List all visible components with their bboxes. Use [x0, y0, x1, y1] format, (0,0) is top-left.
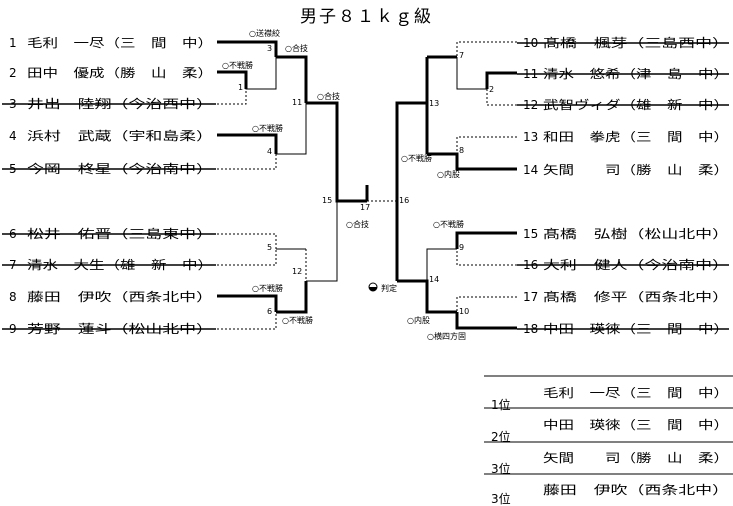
rank-place: 3位: [491, 491, 511, 506]
winner-path: [455, 231, 517, 249]
match-number: 15: [322, 196, 332, 205]
rank-name: 中田 瑛徠（三 間 中）: [543, 417, 729, 432]
result-label: ○不戦勝: [433, 219, 464, 229]
result-label: ○不戦勝: [222, 60, 253, 70]
match-number: 6: [267, 307, 272, 316]
right-players: 10 髙橋 楓芽（三島西中） 11 清水 悠希（津 島 中） 12 武智ヴィダ（…: [523, 35, 729, 336]
player-number: 4: [9, 129, 17, 143]
match-number: 16: [399, 196, 409, 205]
match-number: 9: [459, 243, 464, 252]
result-label: ○合技: [317, 91, 340, 101]
rank-place: 1位: [491, 397, 511, 412]
match-number: 13: [429, 99, 439, 108]
winner-path: [306, 101, 367, 203]
bracket-line: [486, 89, 517, 106]
match-number: 17: [360, 203, 370, 212]
match-numbers: 1 2 3 4 5 6 7 8 9 10 11 12 13 14 15 16 1…: [238, 44, 494, 316]
bracket-line: [217, 249, 277, 266]
result-label: ○送襟絞: [249, 28, 280, 38]
player-number: 17: [523, 290, 538, 304]
bracket-line: [276, 103, 307, 155]
rank-name: 毛利 一尽（三 間 中）: [543, 385, 729, 400]
winner-path: [276, 281, 308, 314]
player-name: 和田 拳虎（三 間 中）: [543, 129, 729, 144]
page-title: 男子８１ｋｇ級: [300, 7, 433, 27]
player-name: 藤田 伊吹（西条北中）: [27, 289, 213, 304]
player-name: 髙橋 弘樹（松山北中）: [543, 226, 729, 241]
match-number: 3: [267, 44, 272, 53]
bracket-line: [456, 249, 517, 266]
player-name: 浜村 武蔵（宇和島柔）: [27, 128, 213, 143]
bracket-line: [456, 41, 517, 57]
ranking-table: 1位 毛利 一尽（三 間 中） 2位 中田 瑛徠（三 間 中） 3位 矢間 司（…: [484, 375, 733, 506]
winner-path: [217, 133, 278, 154]
player-name: 田中 優成（勝 山 柔）: [27, 65, 213, 80]
result-label: ○合技: [346, 219, 369, 229]
match-number: 12: [292, 267, 302, 276]
match-number: 14: [429, 275, 439, 284]
player-number: 14: [523, 163, 538, 177]
decision-marker-icon: [368, 282, 378, 292]
result-label: ○不戦勝: [282, 315, 313, 325]
match-number: 10: [459, 307, 469, 316]
player-name: 髙橋 修平（西条北中）: [543, 289, 729, 304]
match-number: 1: [238, 83, 243, 92]
match-number: 2: [489, 85, 494, 94]
bracket-line: [456, 57, 488, 90]
left-strikes: [2, 103, 216, 330]
rank-place: 3位: [491, 461, 511, 476]
winner-path: [217, 70, 248, 89]
player-number: 1: [9, 36, 17, 50]
winner-path: [395, 101, 427, 201]
match-number: 7: [459, 51, 464, 60]
match-number: 11: [292, 98, 302, 107]
bracket-line: [456, 136, 517, 154]
player-number: 13: [523, 130, 538, 144]
result-label: ○不戦勝: [401, 153, 432, 163]
result-label: ○内股: [437, 169, 460, 179]
left-bracket-lines: [217, 40, 397, 330]
rank-name: 藤田 伊吹（西条北中）: [543, 482, 729, 497]
winner-path: [276, 55, 308, 103]
rank-place: 2位: [491, 429, 511, 444]
match-number: 5: [267, 243, 272, 252]
result-labels: ○送襟絞 ○合技 ○不戦勝 ○合技 ○不戦勝 ○不戦勝 ○不戦勝 ○合技 ○不戦…: [222, 28, 466, 341]
result-label: ○横四方固: [427, 331, 466, 341]
right-bracket-lines: [395, 41, 517, 330]
player-number: 8: [9, 290, 17, 304]
winner-path: [397, 279, 457, 314]
bracket-line: [217, 154, 277, 170]
winner-path: [455, 312, 517, 330]
bracket-line: [456, 296, 517, 312]
left-players: 1 毛利 一尽（三 間 中） 2 田中 優成（勝 山 柔） 3 井出 陸翔（今治…: [9, 35, 213, 336]
winner-path: [217, 40, 278, 57]
bracket-line: [306, 201, 338, 282]
rank-name: 矢間 司（勝 山 柔）: [543, 450, 729, 465]
bracket-line: [217, 89, 247, 105]
bracket-line: [426, 248, 457, 281]
result-label: 判定: [381, 283, 397, 293]
result-label: ○内股: [407, 315, 430, 325]
bracket-line: [217, 233, 277, 249]
result-label: ○合技: [285, 43, 308, 53]
winner-path: [217, 294, 278, 312]
player-number: 15: [523, 227, 538, 241]
winner-path: [485, 71, 517, 89]
player-name: 毛利 一尽（三 間 中）: [27, 35, 213, 50]
right-strikes: [517, 42, 729, 330]
player-number: 2: [9, 66, 17, 80]
player-name: 矢間 司（勝 山 柔）: [543, 162, 729, 177]
match-number: 8: [459, 146, 464, 155]
result-label: ○不戦勝: [252, 283, 283, 293]
match-number: 4: [267, 147, 272, 156]
winner-path: [427, 152, 517, 171]
result-label: ○不戦勝: [252, 123, 283, 133]
